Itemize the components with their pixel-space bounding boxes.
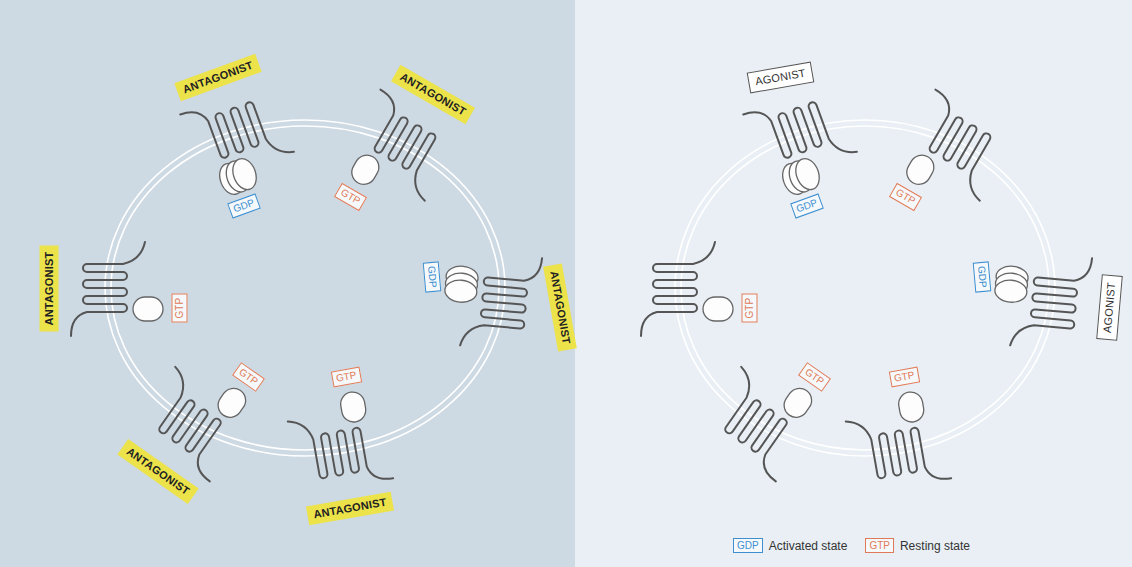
antagonist-label: ANTAGONIST — [174, 54, 261, 101]
node-text: ANTAGONIST — [43, 251, 56, 325]
g-protein-trimer — [994, 265, 1029, 304]
nucleotide-tag: GTP — [171, 294, 187, 323]
node-text: GTP — [803, 366, 827, 387]
legend-sample: GDP — [733, 538, 763, 553]
node-text: GDP — [794, 197, 819, 215]
node-text: GTP — [894, 187, 918, 207]
node-text: GDP — [426, 265, 439, 288]
nucleotide-tag: GDP — [423, 261, 442, 292]
receptor-complex — [990, 250, 1092, 352]
node-text: GTP — [237, 366, 261, 387]
antagonist-label: ANTAGONIST — [40, 245, 59, 331]
gpcr-receptor — [71, 242, 145, 336]
gpcr-receptor — [288, 405, 393, 494]
node-text: ANTAGONIST — [398, 70, 468, 118]
gpcr-receptor — [641, 242, 715, 336]
gpcr-receptor — [898, 90, 1016, 201]
node-text: GTP — [335, 369, 358, 384]
nucleotide-tag: GDP — [973, 261, 992, 292]
node-text: AGONIST — [1101, 282, 1118, 334]
gpcr-receptor — [699, 367, 818, 482]
node-text: ANTAGONIST — [181, 59, 255, 96]
nucleotide-tag: GTP — [741, 294, 757, 323]
legend-sample: GTP — [865, 538, 894, 553]
legend-text: Activated state — [769, 539, 848, 553]
g-protein — [133, 297, 163, 321]
node-text: GDP — [231, 197, 256, 215]
legend-text: Resting state — [900, 539, 970, 553]
receptor-complex — [641, 242, 733, 336]
antagonist-label: ANTAGONIST — [306, 491, 394, 525]
receptor-complex — [699, 352, 829, 481]
receptor-complex — [71, 242, 163, 336]
nucleotide-tag: GTP — [889, 183, 922, 211]
receptor-complex — [285, 388, 394, 495]
node-text: AGONIST — [755, 67, 807, 88]
node-text: GTP — [743, 298, 755, 319]
gpcr-receptor — [460, 252, 542, 352]
legend: GDP Activated state GTP Resting state — [733, 538, 988, 553]
cell-membrane — [675, 120, 1055, 456]
receptor-complex — [743, 82, 863, 202]
node-text: GTP — [339, 187, 363, 207]
node-text: ANTAGONIST — [547, 270, 572, 345]
node-text: GTP — [173, 298, 185, 319]
g-protein-trimer — [779, 155, 824, 197]
nucleotide-tag: GDP — [227, 194, 261, 219]
legend-entry: GTP Resting state — [865, 538, 970, 553]
legend-entry: GDP Activated state — [733, 538, 847, 553]
receptor-complex — [843, 388, 952, 495]
antagonist-label: ANTAGONIST — [543, 264, 577, 352]
receptor-complex — [889, 90, 1016, 217]
nucleotide-tag: GTP — [798, 362, 831, 392]
g-protein — [347, 151, 383, 189]
g-protein — [213, 384, 250, 422]
node-text: GTP — [893, 369, 916, 384]
left-panel — [0, 0, 575, 567]
cell-membrane — [105, 120, 505, 456]
nucleotide-tag: GTP — [331, 366, 362, 387]
g-protein — [703, 297, 733, 321]
receptor-complex — [180, 82, 300, 202]
node-text: GDP — [976, 265, 989, 288]
g-protein — [902, 151, 938, 189]
g-protein — [897, 390, 926, 424]
nucleotide-tag: GTP — [889, 366, 920, 387]
gpcr-receptor — [1010, 252, 1092, 352]
g-protein — [339, 390, 368, 424]
antagonist-label: ANTAGONIST — [117, 439, 198, 504]
g-protein-trimer — [444, 265, 479, 304]
agonist-label: AGONIST — [1096, 275, 1123, 342]
antagonist-label: ANTAGONIST — [391, 65, 475, 124]
agonist-label: AGONIST — [747, 61, 815, 93]
nucleotide-tag: GTP — [232, 362, 265, 392]
cell-membrane — [111, 126, 499, 450]
g-protein — [779, 384, 816, 422]
g-protein-trimer — [216, 155, 261, 197]
node-text: ANTAGONIST — [312, 495, 387, 520]
receptor-complex — [440, 250, 542, 352]
gpcr-receptor — [846, 405, 951, 494]
node-text: ANTAGONIST — [124, 445, 192, 498]
nucleotide-tag: GTP — [334, 183, 367, 211]
right-panel — [575, 0, 1132, 567]
nucleotide-tag: GDP — [790, 194, 824, 219]
cell-membrane — [681, 126, 1049, 450]
